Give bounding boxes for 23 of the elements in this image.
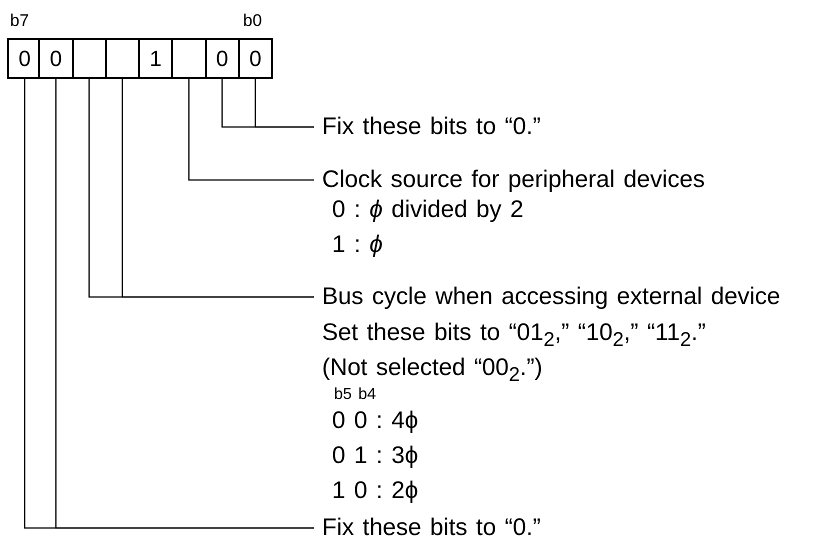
- description-text: Fix these bits to “0.”: [322, 114, 541, 140]
- bit-number-label: b0: [243, 12, 262, 31]
- bit-cell: [104, 38, 140, 79]
- option-text: b5 b4: [334, 386, 376, 404]
- description-text: Fix these bits to “0.”: [322, 515, 541, 542]
- description-text: Clock source for peripheral devices: [322, 167, 705, 194]
- bit-cell: 1: [138, 38, 174, 79]
- bit-cell: [171, 38, 206, 79]
- option-text: 0 : ϕ divided by 2: [332, 197, 524, 224]
- leader-line: [188, 79, 314, 181]
- option-text: 0 1 : 3ϕ: [332, 443, 418, 470]
- leader-line: [254, 79, 314, 128]
- bit-cell: 0: [38, 38, 74, 79]
- bit-cell: 0: [204, 38, 240, 79]
- bit-number-label: b7: [10, 12, 29, 31]
- option-text: Set these bits to “01$_{2}$,” “10$_{2}$,” “11$_{2}$.”: [322, 320, 706, 351]
- bit-cell: [72, 38, 107, 79]
- option-text: 0 0 : 4ϕ: [332, 408, 418, 434]
- option-text: 1 0 : 2ϕ: [332, 478, 418, 504]
- option-text: 1 : ϕ: [332, 232, 383, 258]
- description-text: Bus cycle when accessing external device: [322, 284, 780, 310]
- option-text: (Not selected “00$_{2}$.”): [322, 355, 543, 386]
- bit-cell: 0: [238, 38, 273, 79]
